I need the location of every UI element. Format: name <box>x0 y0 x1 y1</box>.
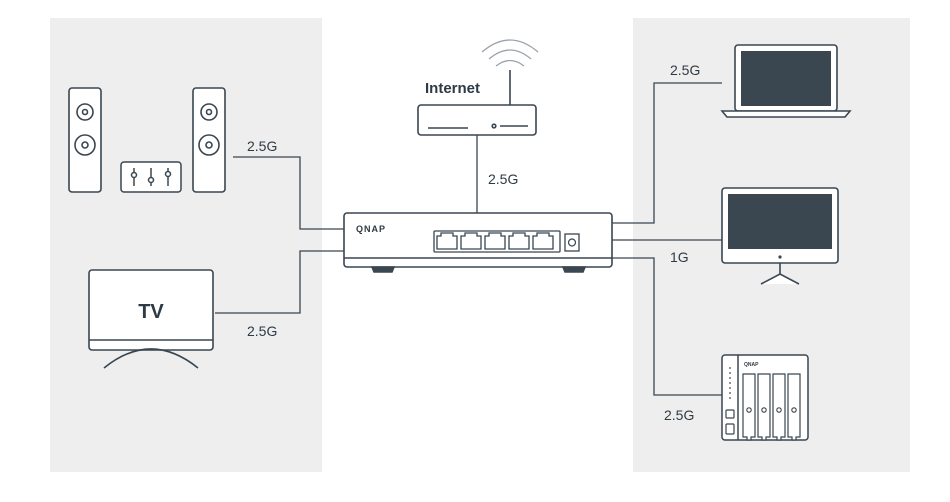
tv-label: TV <box>138 301 164 323</box>
router-icon <box>417 70 537 136</box>
tv-speed-label: 2.5G <box>247 323 277 339</box>
monitor-icon <box>721 187 839 285</box>
internet-label: Internet <box>425 80 480 97</box>
tv-link-line <box>215 250 344 314</box>
tv-icon <box>88 269 214 369</box>
speakers-link-line <box>233 156 344 230</box>
monitor-speed-label: 1G <box>670 249 689 265</box>
switch-brand-label: QNAP <box>356 224 386 234</box>
laptop-speed-label: 2.5G <box>670 62 700 78</box>
laptop-link-line <box>612 82 722 224</box>
network-switch-icon <box>343 212 613 273</box>
nas-link-line <box>612 257 722 396</box>
connection-lines <box>215 82 722 396</box>
nas-speed-label: 2.5G <box>664 407 694 423</box>
audio-mixer-icon <box>120 161 182 193</box>
nas-brand-label: QNAP <box>744 362 759 368</box>
speaker-left-icon <box>68 87 102 193</box>
speaker-right-icon <box>192 87 226 193</box>
nas-icon <box>721 354 809 441</box>
speakers-speed-label: 2.5G <box>247 138 277 154</box>
laptop-icon <box>720 44 852 118</box>
wifi-signal-icon <box>481 39 539 67</box>
router-speed-label: 2.5G <box>488 171 518 187</box>
